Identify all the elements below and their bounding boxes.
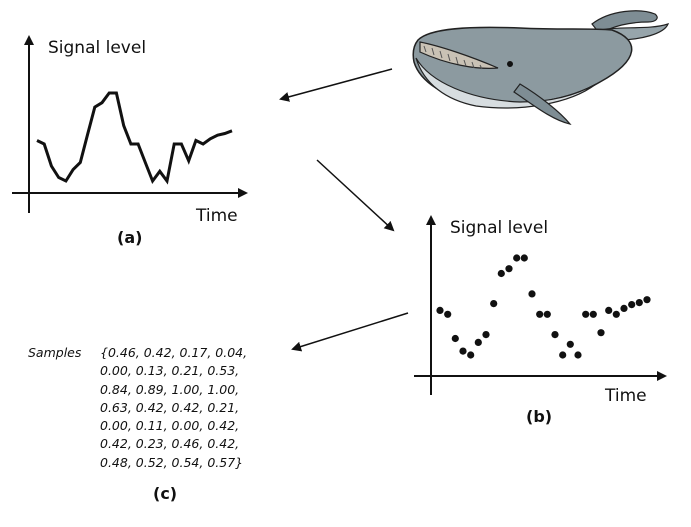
panel-b-axes [414,215,667,395]
sample-point [528,290,536,298]
sample-point [444,310,452,318]
samples-values: {0.46, 0.42, 0.17, 0.04, 0.00, 0.13, 0.2… [100,344,330,472]
sample-point [551,331,559,339]
whale-illustration [412,10,670,125]
samples-line: 0.63, 0.42, 0.42, 0.21, [100,399,240,415]
sample-point [582,310,590,318]
samples-line: 0.48, 0.52, 0.54, 0.57} [100,454,244,470]
sample-point [559,351,567,359]
arrow-whale-to-a [279,68,393,102]
panel-a-caption: (a) [117,228,143,247]
sample-point [589,310,597,318]
panel-a-axes [12,35,248,213]
sample-point [474,338,482,346]
sample-point [467,351,475,359]
panel-a-xlabel: Time [196,206,238,226]
sample-point [566,340,574,348]
sample-point [436,306,444,314]
sample-point [451,334,459,343]
samples-label: Samples [28,345,82,360]
panel-b-ylabel: Signal level [450,218,549,238]
arrow-a-to-b [316,159,395,232]
sample-point [597,329,605,337]
sample-point [459,347,467,355]
panel-b-sample-points [436,254,651,359]
sample-point [543,310,551,318]
samples-line: 0.00, 0.11, 0.00, 0.42, [100,418,240,434]
sample-point [612,310,620,318]
sample-point [490,300,498,308]
sample-point [643,296,651,304]
samples-line: 0.42, 0.23, 0.46, 0.42, [100,436,240,452]
sample-point [482,331,490,339]
samples-line: 0.00, 0.13, 0.21, 0.53, [100,363,240,379]
sample-point [628,301,636,309]
sample-point [635,299,643,307]
panel-c-caption: (c) [153,484,178,503]
samples-line: {0.46, 0.42, 0.17, 0.04, [100,345,248,360]
arrow-b-to-c [291,312,409,352]
sample-point [605,306,613,314]
sample-point [620,304,628,312]
sample-point [536,310,544,318]
panel-a-ylabel: Signal level [48,38,147,58]
samples-line: 0.84, 0.89, 1.00, 1.00, [100,381,240,397]
sample-point [513,254,521,262]
panel-a-signal-line [36,91,233,185]
sample-point [574,351,582,359]
panel-b-xlabel: Time [605,386,647,406]
sample-point [520,254,528,262]
sample-point [505,265,513,273]
sample-point [497,269,505,278]
panel-b-caption: (b) [526,407,553,426]
